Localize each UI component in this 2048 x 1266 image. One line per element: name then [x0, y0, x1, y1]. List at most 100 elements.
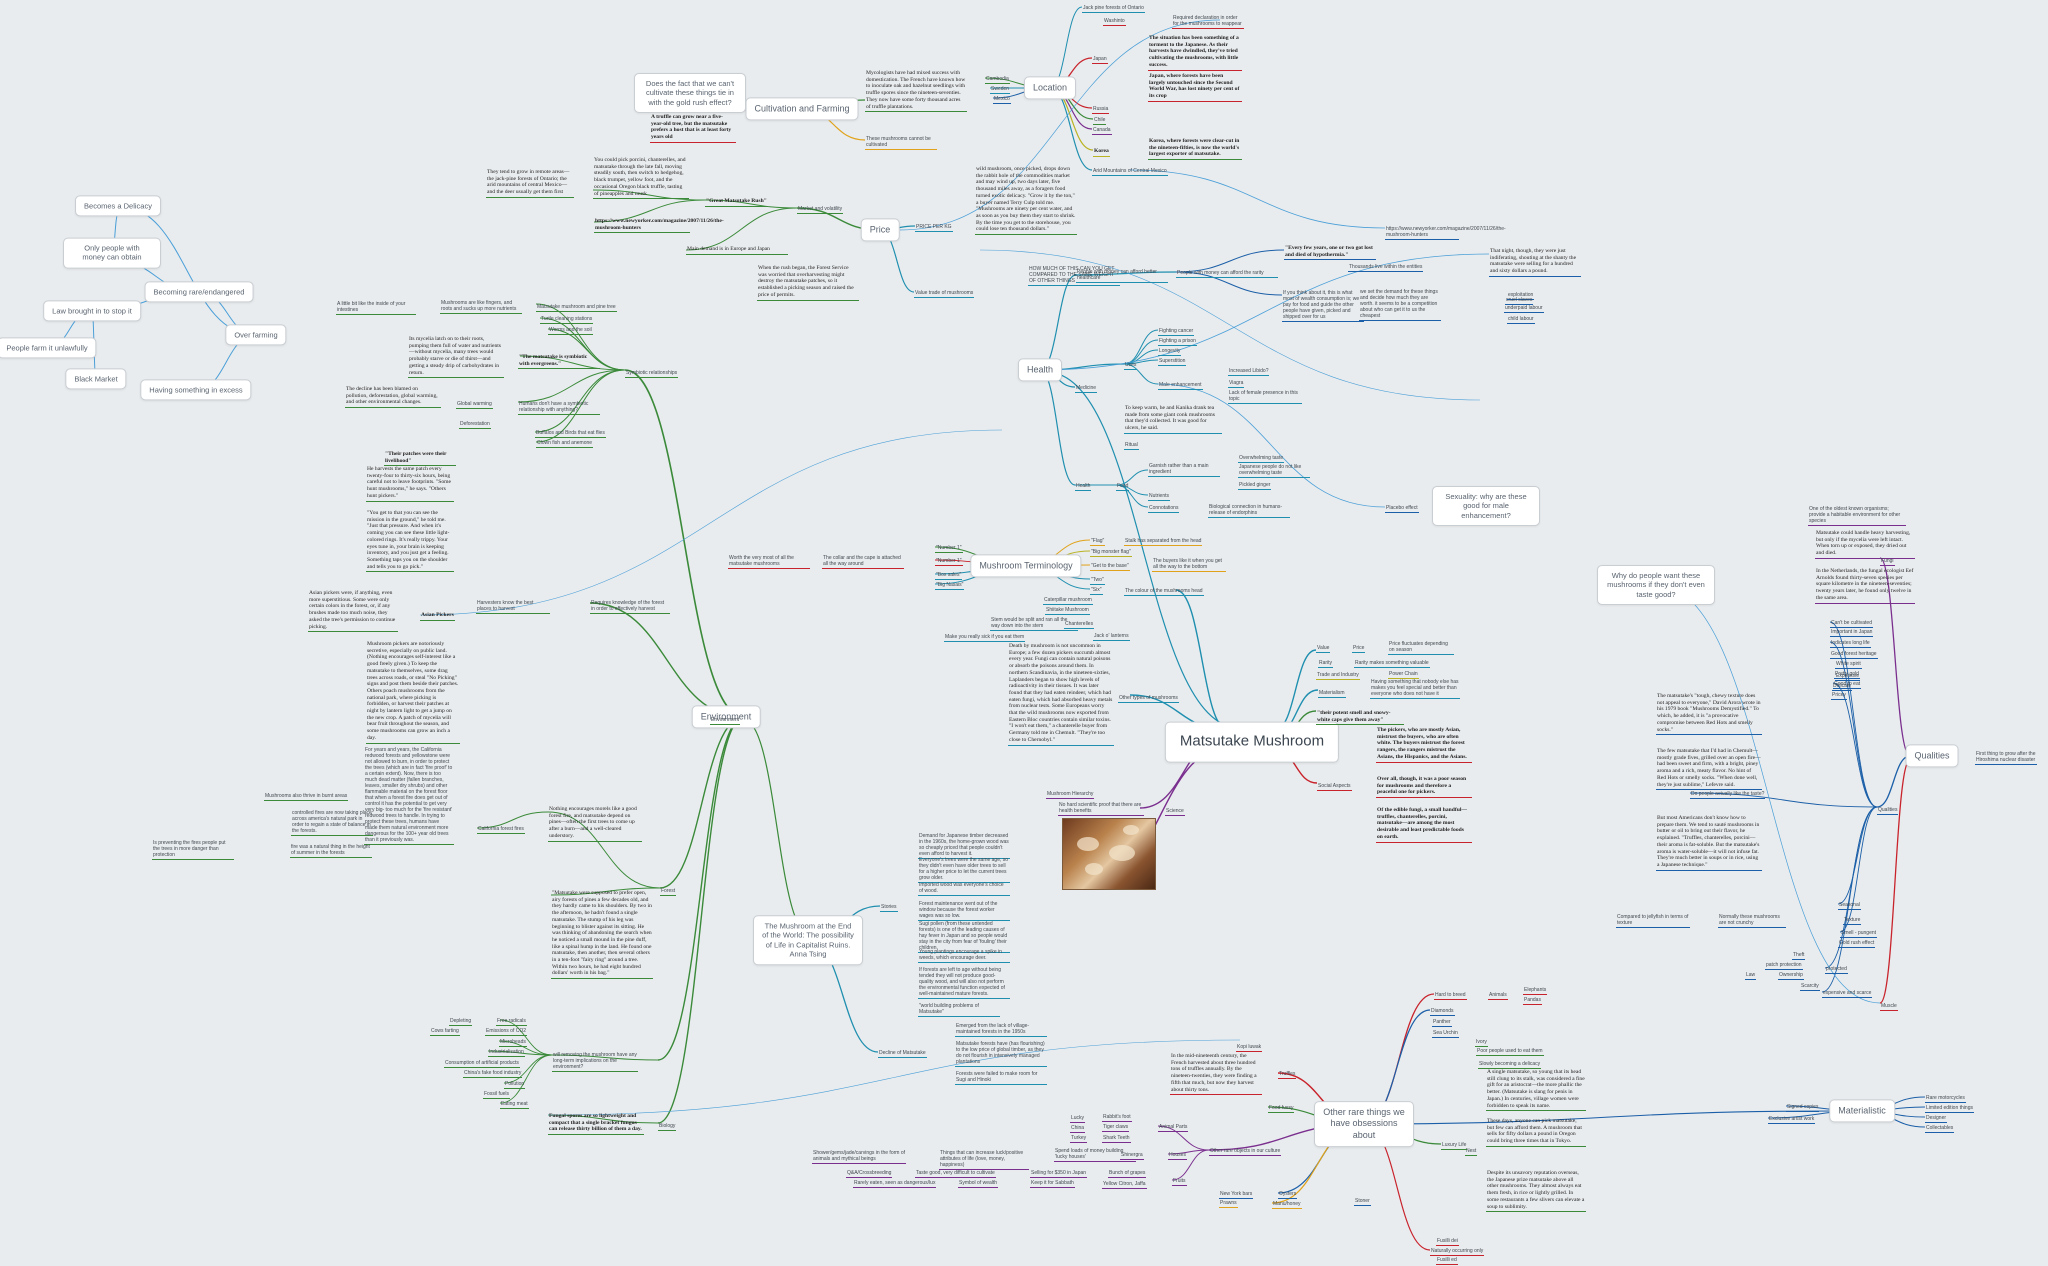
map-label[interactable]: Compared to jellyfish in terms of textur… [1616, 914, 1690, 928]
map-label[interactable]: Do people actually like the taste? [1690, 791, 1765, 799]
map-label[interactable]: First thing to grow after the Hiroshima … [1975, 751, 2037, 765]
map-label[interactable]: The pickers, who are mostly Asian, mistr… [1376, 727, 1472, 763]
map-label[interactable]: In the Netherlands, the fungal ecologist… [1815, 568, 1915, 604]
map-label[interactable]: Seasonal [1838, 902, 1861, 910]
map-label[interactable]: Decline of Matsutake [878, 1050, 927, 1058]
map-label[interactable]: Food [1116, 483, 1129, 491]
map-label[interactable]: Selling for $350 in Japan [1030, 1170, 1087, 1178]
map-label[interactable]: Q&A/Crossbreeding [846, 1170, 892, 1178]
map-label[interactable]: Garnish rather than a main ingredient [1148, 463, 1220, 477]
map-label[interactable]: White spirit [1835, 661, 1862, 669]
black-market-node[interactable]: Black Market [65, 368, 126, 389]
map-label[interactable]: Hard to breed [1434, 992, 1467, 1000]
map-label[interactable]: Symbiotic relationships [625, 370, 678, 378]
map-label[interactable]: Spend loads of money building 'lucky hou… [1054, 1148, 1136, 1162]
map-label[interactable]: "Flag" [1090, 538, 1105, 546]
map-label[interactable]: Elephants [1523, 987, 1547, 995]
map-label[interactable]: But most Americans don't know how to pre… [1656, 815, 1762, 871]
map-label[interactable]: Symbol of wealth [958, 1180, 998, 1188]
map-label[interactable]: "Number 1" [935, 558, 963, 566]
map-label[interactable]: Jack pine forests of Ontario [1082, 5, 1145, 13]
map-label[interactable]: Can't be cultivated [1830, 620, 1873, 628]
map-label[interactable]: Trade and Industry [1316, 672, 1360, 680]
health-node[interactable]: Health [1018, 358, 1062, 381]
map-label[interactable]: cruel slaves [1505, 297, 1533, 305]
map-label[interactable]: Jack o' lanterns [1093, 633, 1130, 641]
map-label[interactable]: Price fluctuates depending on season [1388, 641, 1454, 655]
map-label[interactable]: "You get to that you can see the mission… [366, 510, 454, 572]
map-label[interactable]: Expensive [1835, 673, 1860, 681]
map-label[interactable]: Placebo effect [1385, 505, 1419, 513]
map-label[interactable]: Qualities [1877, 807, 1898, 815]
map-label[interactable]: Lack of female presence in this topic [1228, 390, 1302, 404]
map-label[interactable]: Materialism [1318, 690, 1346, 698]
map-label[interactable]: Manu/honey [1272, 1201, 1302, 1209]
map-label[interactable]: Caterpillar mushroom [1043, 597, 1093, 605]
map-label[interactable]: Indicates long life [1830, 640, 1871, 648]
map-label[interactable]: Pandas [1523, 997, 1542, 1005]
map-label[interactable]: will removing the mushroom have any long… [552, 1052, 638, 1072]
map-label[interactable]: "Get to the base" [1090, 563, 1130, 571]
map-label[interactable]: People with money can afford better heal… [1076, 269, 1168, 283]
map-label[interactable]: Stem would be split and ran all the way … [990, 617, 1078, 631]
map-label[interactable]: Medicine [1075, 385, 1097, 393]
map-label[interactable]: Stoner [1354, 1198, 1371, 1206]
map-label[interactable]: Superstition [1158, 358, 1186, 366]
map-label[interactable]: If forests are left to age without being… [918, 967, 1010, 999]
map-label[interactable]: "Box sales" [935, 572, 962, 580]
map-label[interactable]: You could pick porcini, chanterelles, an… [593, 157, 689, 199]
map-label[interactable]: Canada [1092, 127, 1112, 135]
map-label[interactable]: protected [1825, 966, 1848, 974]
map-label[interactable]: fire was a natural thing in the height o… [290, 844, 372, 858]
excess-node[interactable]: Having something in excess [140, 379, 251, 400]
map-label[interactable]: To keep warm, he and Kanika drank tea ma… [1124, 405, 1222, 434]
map-label[interactable]: Japanese people do not like overwhelming… [1238, 464, 1310, 478]
map-label[interactable]: Biological connection in humans-release … [1208, 504, 1290, 518]
map-label[interactable]: Shiitake Mushroom [1045, 607, 1090, 615]
map-label[interactable]: Science [1165, 808, 1185, 816]
map-label[interactable]: Nothing encourages morels like a good fo… [548, 806, 642, 842]
map-label[interactable]: Mexico [993, 96, 1011, 104]
map-label[interactable]: Pricey [1831, 692, 1847, 700]
map-label[interactable]: Clown fish and anemone [536, 440, 593, 448]
map-label[interactable]: Having something that nobody else has ma… [1370, 679, 1460, 699]
map-label[interactable]: Harvesters know the best places to harve… [476, 600, 550, 614]
map-label[interactable]: Value [1316, 645, 1330, 653]
map-label[interactable]: Forest maintenance went out of the windo… [918, 901, 1010, 921]
map-label[interactable]: For years and years, the California redw… [364, 747, 454, 845]
map-label[interactable]: Humans don't have a symbiotic relationsh… [518, 401, 600, 415]
map-label[interactable]: These mushrooms cannot be cultivated [865, 136, 937, 150]
map-label[interactable]: Mushroom pickers are notoriously secreti… [366, 641, 460, 744]
materialistic-node[interactable]: Materialistic [1829, 1099, 1895, 1122]
becoming-rare-node[interactable]: Becoming rare/endangered [145, 281, 254, 302]
map-label[interactable]: Shower/gems/jade/carvings in the form of… [812, 1150, 906, 1164]
map-label[interactable]: Male enhancement [1158, 382, 1203, 390]
map-label[interactable]: They tend to grow in remote areas—the ja… [486, 169, 574, 198]
map-label[interactable]: Biology [658, 1123, 676, 1131]
map-label[interactable]: Forest [660, 888, 676, 896]
map-label[interactable]: we set the demand for these things and d… [1359, 289, 1441, 321]
map-label[interactable]: Texture [1843, 917, 1861, 925]
map-label[interactable]: The colour of the mushrooms head [1124, 588, 1204, 596]
map-label[interactable]: Mushrooms also thrive in burnt areas [264, 793, 348, 801]
map-label[interactable]: Cows farting [430, 1028, 460, 1036]
map-label[interactable]: Signed copies [1786, 1104, 1819, 1112]
map-label[interactable]: Good forest heritage [1830, 651, 1878, 659]
map-label[interactable]: Rarity makes something valuable [1354, 660, 1430, 668]
map-label[interactable]: Asian pickers were, if anything, even mo… [308, 590, 398, 632]
map-label[interactable]: expensive and scarce [1822, 990, 1872, 998]
map-label[interactable]: Death by mushroom is not uncommon in Eur… [1008, 643, 1114, 746]
map-label[interactable]: Fungal spores are so lightweight and com… [548, 1113, 644, 1135]
qualities-node[interactable]: Qualities [1905, 744, 1958, 767]
map-label[interactable]: Mycologists have had mixed success with … [865, 70, 967, 112]
map-label[interactable]: Theft [1792, 952, 1805, 960]
price-node[interactable]: Price [861, 218, 900, 241]
map-label[interactable]: "The matsutake is symbiotic with evergre… [518, 354, 600, 369]
map-label[interactable]: Make you really sick if you eat them [944, 634, 1025, 642]
cultivation-node[interactable]: Cultivation and Farming [745, 97, 858, 120]
map-label[interactable]: Turtle cleaning stations [540, 316, 593, 324]
map-label[interactable]: Scarcity [1800, 983, 1820, 991]
map-label[interactable]: Designer [1925, 1115, 1947, 1123]
map-label[interactable]: Houses [1168, 1152, 1187, 1160]
map-label[interactable]: Kopi luwak [1236, 1044, 1262, 1052]
